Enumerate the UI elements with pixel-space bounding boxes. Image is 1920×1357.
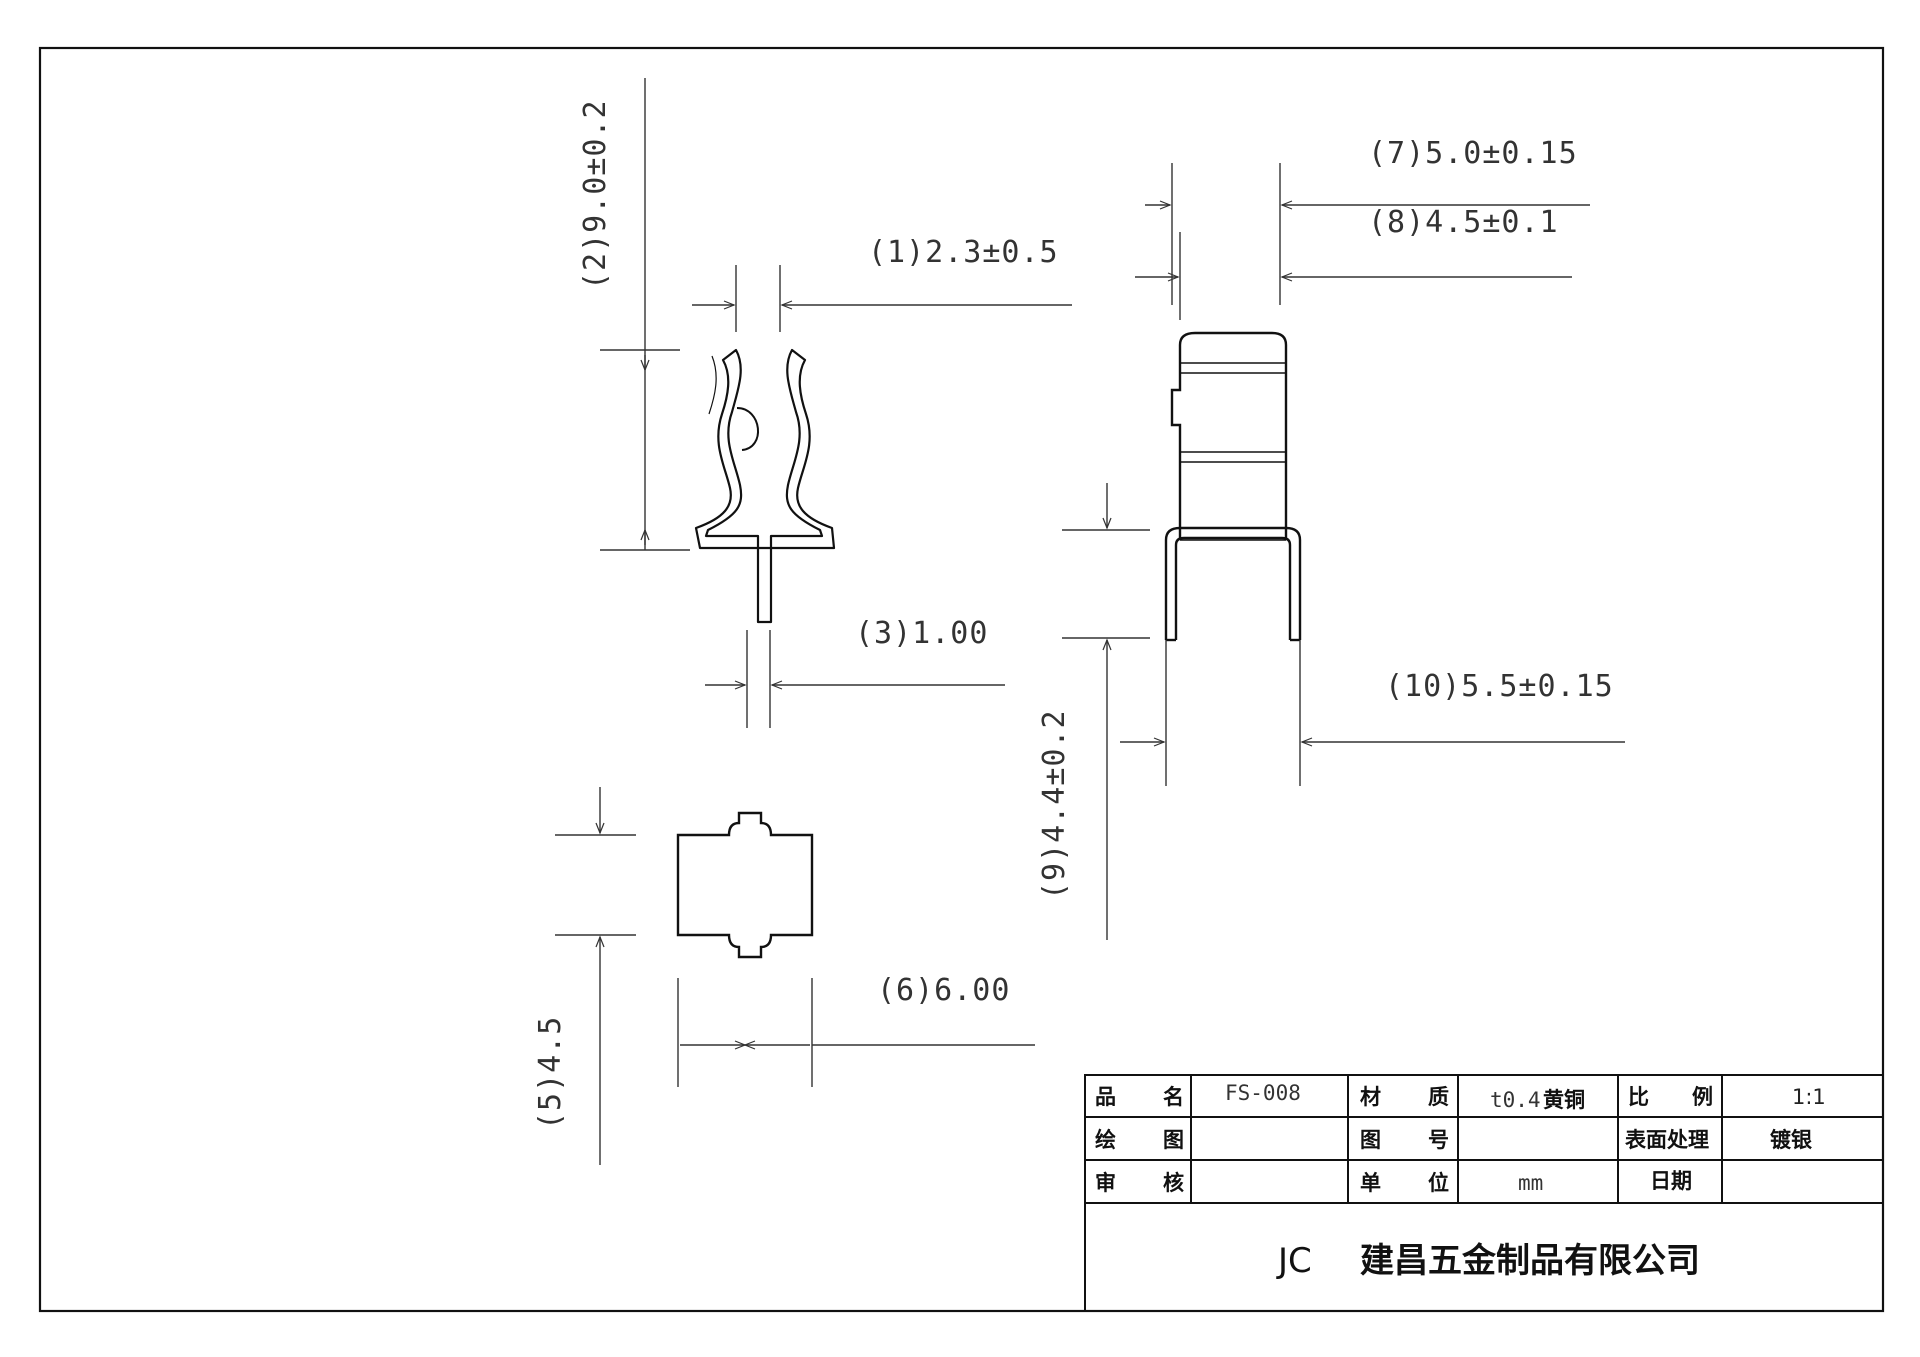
- review-label-1: 审: [1095, 1171, 1116, 1195]
- dim-3-text: (3)1.00: [855, 616, 988, 651]
- dim-2-text: (2)9.0±0.2: [578, 99, 613, 290]
- scale-label-1: 比: [1628, 1085, 1649, 1109]
- bottom-view-clip: [676, 811, 814, 959]
- material-name: 黄铜: [1543, 1088, 1585, 1112]
- front-view-clip: [694, 348, 836, 624]
- material-thickness: t0.4: [1490, 1088, 1541, 1112]
- product-name-value: FS-008: [1225, 1081, 1301, 1105]
- dim-10-text: (10)5.5±0.15: [1385, 669, 1614, 704]
- drawn-label-1: 绘: [1095, 1128, 1116, 1152]
- dim-6-text: (6)6.00: [877, 973, 1010, 1008]
- company-name: 建昌五金制品有限公司: [1360, 1241, 1700, 1281]
- drawing-border: [38, 46, 1885, 1313]
- surface-treatment-value: 镀银: [1770, 1128, 1813, 1152]
- dimension-lines: [555, 78, 1625, 1165]
- dim-5-text: (5)4.5: [533, 1016, 568, 1130]
- company-abbr: JC: [1276, 1241, 1312, 1281]
- dim-1-text: (1)2.3±0.5: [868, 235, 1059, 270]
- unit-value: mm: [1518, 1171, 1543, 1195]
- title-block: [1084, 1074, 1884, 1312]
- dim-9-text: (9)4.4±0.2: [1037, 709, 1072, 900]
- material-label-1: 材: [1360, 1085, 1381, 1109]
- dim-8-text: (8)4.5±0.1: [1368, 205, 1559, 240]
- drawing-no-label-1: 图: [1360, 1128, 1381, 1152]
- scale-label-2: 例: [1692, 1085, 1713, 1109]
- review-label-2: 核: [1163, 1171, 1184, 1195]
- product-name-label-1: 品: [1095, 1085, 1116, 1109]
- product-name-label-2: 名: [1163, 1085, 1184, 1109]
- date-label: 日期: [1650, 1169, 1692, 1193]
- drawing-no-label-2: 号: [1428, 1128, 1449, 1152]
- drawn-label-2: 图: [1163, 1128, 1184, 1152]
- scale-value: 1:1: [1792, 1085, 1826, 1109]
- dim-7-text: (7)5.0±0.15: [1368, 136, 1578, 171]
- surface-treatment-label: 表面处理: [1625, 1128, 1709, 1152]
- unit-label-1: 单: [1360, 1171, 1381, 1195]
- material-label-2: 质: [1428, 1085, 1449, 1109]
- unit-label-2: 位: [1428, 1171, 1449, 1195]
- side-view-clip: [1164, 331, 1302, 642]
